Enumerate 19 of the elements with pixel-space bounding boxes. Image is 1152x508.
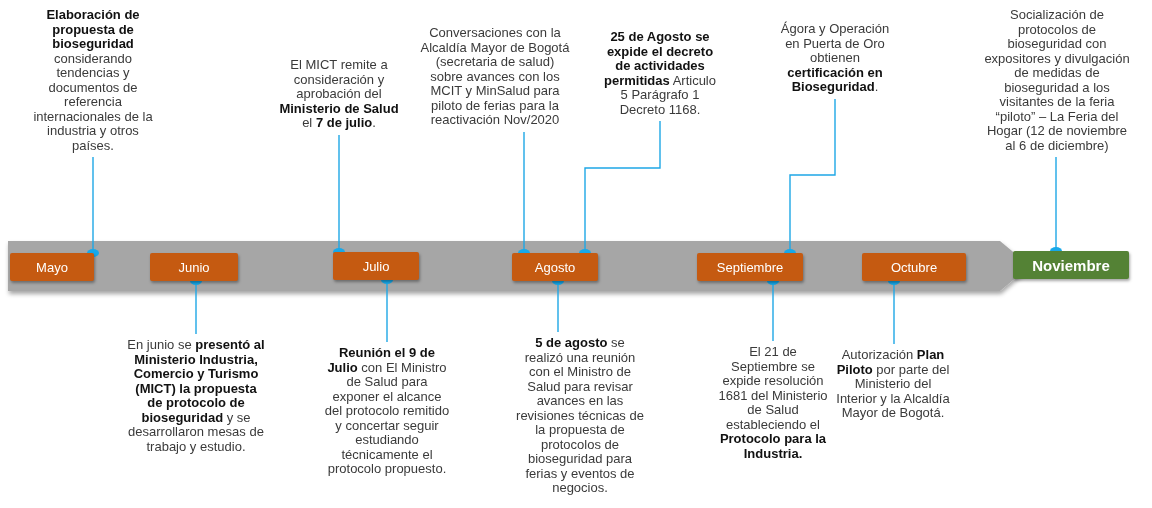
event-description: Autorización Plan Piloto por parte del Ministerio del Interior y la Alcaldía Mayor de Bogotá.	[834, 348, 952, 421]
month-label: Junio	[150, 253, 238, 281]
event-description: Ágora y Operación en Puerta de Oro obtienen certificación en Bioseguridad.	[775, 22, 895, 95]
event-description: 5 de agosto se realizó una reunión con el Ministro de Salud para revisar avances en las revisiones técnicas de la propuesta de protocolos de bioseguridad para ferias y eventos de negocios.	[515, 336, 645, 496]
month-label: Noviembre	[1013, 251, 1129, 279]
month-label: Mayo	[10, 253, 94, 281]
month-label: Octubre	[862, 253, 966, 281]
event-description: El 21 de Septiembre se expide resolución 1681 del Ministerio de Salud estableciendo el Protocolo para la Industria.	[715, 345, 831, 461]
month-label: Agosto	[512, 253, 598, 281]
leader-line	[87, 156, 99, 257]
event-description: 25 de Agosto se expide el decreto de actividades permitidas Articulo 5 Parágrafo 1 Decreto 1168.	[604, 30, 716, 117]
event-description: Socialización de protocolos de bioseguridad con expositores y divulgación de medidas de bioseguridad a los visitantes de la feria “piloto” – La Feria del Hogar (12 de noviembre al 6 de diciembre)	[982, 8, 1132, 153]
event-description: En junio se presentó al Ministerio Industria, Comercio y Turismo (MICT) la propuesta de protocolo de bioseguridad y se desarrollaron mesas de trabajo y estudio.	[126, 338, 266, 454]
month-label: Julio	[333, 252, 419, 280]
event-description: Elaboración de propuesta de bioseguridad considerando tendencias y documentos de referencia internacionales de la industria y otros países.	[29, 8, 157, 153]
month-label: Septiembre	[697, 253, 803, 281]
event-description: Reunión el 9 de Julio con El Ministro de Salud para exponer el alcance del protocolo remitido y concertar seguir estudiando técnicamente el protocolo propuesto.	[322, 346, 452, 477]
event-description: Conversaciones con la Alcaldía Mayor de Bogotá (secretaria de salud) sobre avances con los MCIT y MinSalud para piloto de ferias para la reactivación Nov/2020	[420, 26, 570, 128]
event-description: El MICT remite a consideración y aprobación del Ministerio de Salud el 7 de julio.	[276, 58, 402, 131]
